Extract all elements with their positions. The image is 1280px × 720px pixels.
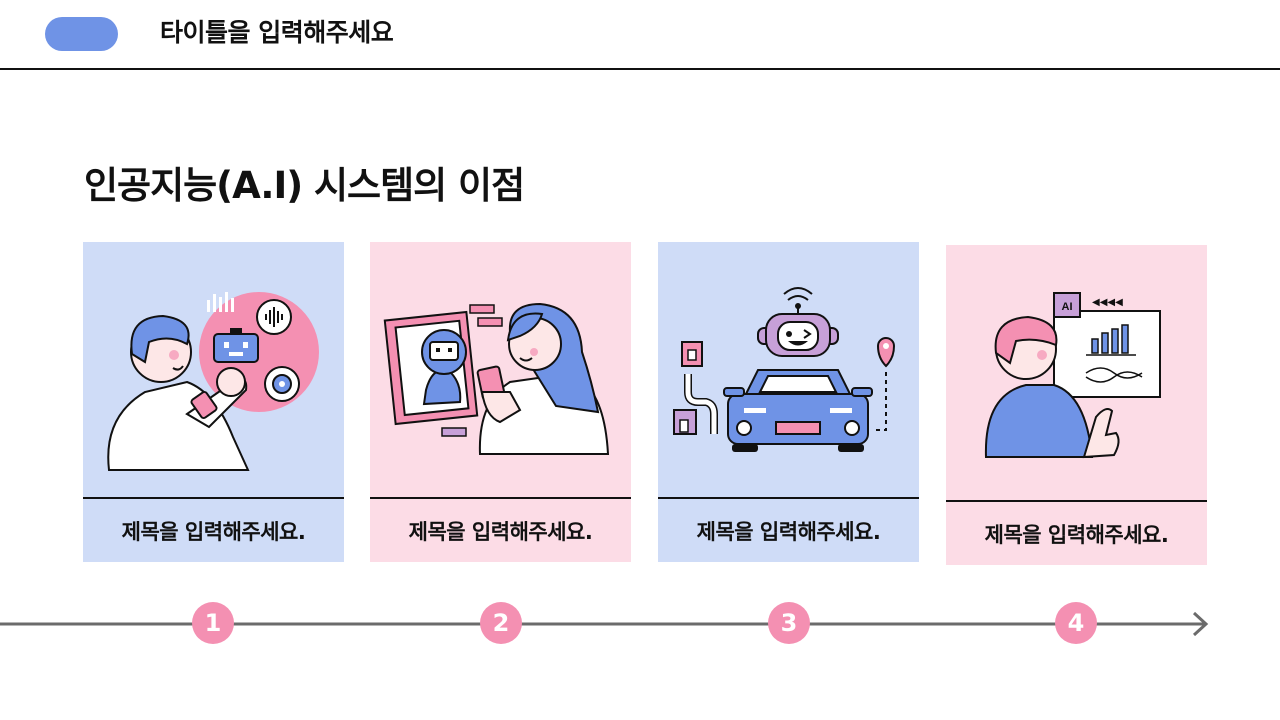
card-divider: [370, 497, 631, 499]
card-3[interactable]: 제목을 입력해주세요.: [658, 242, 919, 562]
section-title: 인공지능(A.I) 시스템의 이점: [84, 164, 525, 207]
page-title: 타이틀을 입력해주세요: [160, 18, 394, 47]
step-marker-2: 2: [480, 602, 522, 644]
smartwatch-robot-illustration: [107, 292, 319, 471]
header-accent-pill: [45, 17, 118, 51]
step-marker-3: 3: [768, 602, 810, 644]
card-caption: 제목을 입력해주세요.: [121, 519, 306, 544]
card-4[interactable]: AI ◀◀◀◀ 제목을 입력해주세요.: [946, 245, 1207, 565]
header-divider: [0, 68, 1280, 70]
robot-car-illustration: [673, 287, 896, 452]
card-1[interactable]: 제목을 입력해주세요.: [83, 242, 344, 562]
card-divider: [83, 497, 344, 499]
step-marker-1: 1: [192, 602, 234, 644]
card-divider: [946, 500, 1207, 502]
phone-robot-illustration: [383, 302, 610, 455]
ai-chart-board-illustration: AI ◀◀◀◀: [984, 292, 1161, 459]
card-divider: [658, 497, 919, 499]
card-caption: 제목을 입력해주세요.: [984, 522, 1169, 547]
ai-badge-label: AI: [1062, 301, 1073, 313]
step-marker-4: 4: [1055, 602, 1097, 644]
card-caption: 제목을 입력해주세요.: [696, 519, 881, 544]
card-2[interactable]: 제목을 입력해주세요.: [370, 242, 631, 562]
arrows-decoration: ◀◀◀◀: [1092, 297, 1123, 308]
card-caption: 제목을 입력해주세요.: [408, 519, 593, 544]
